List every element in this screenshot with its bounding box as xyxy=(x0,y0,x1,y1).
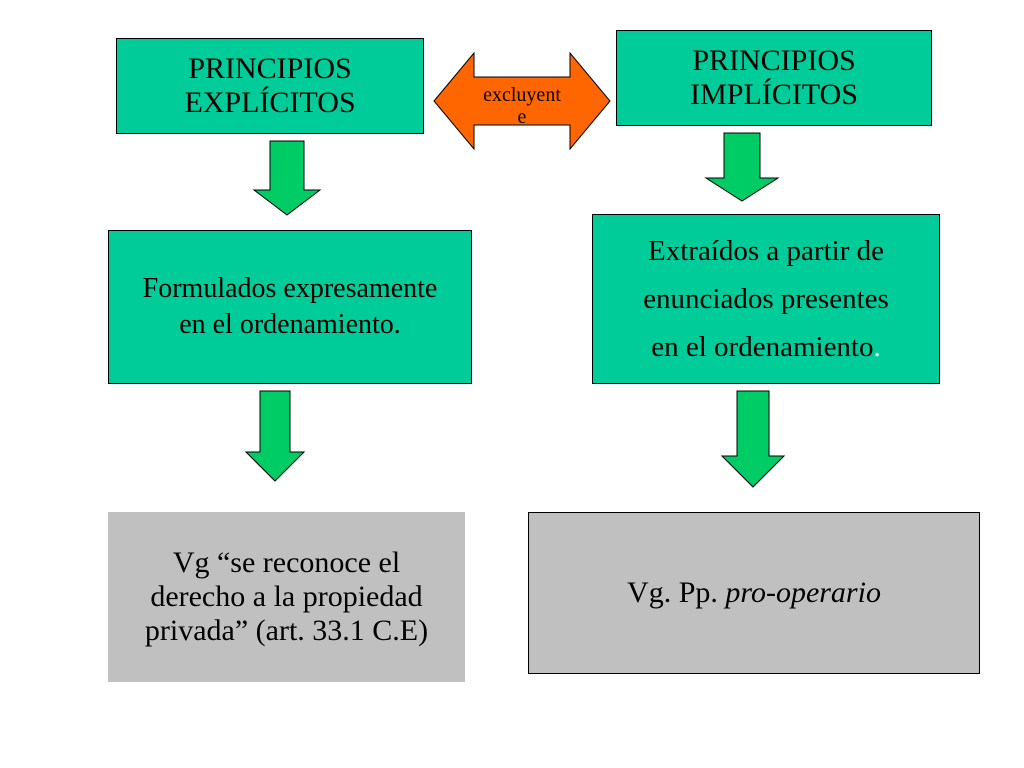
explicitos-example-box: Vg “se reconoce el derecho a la propieda… xyxy=(108,512,465,682)
example-line: privada” (art. 33.1 C.E) xyxy=(144,614,429,647)
excluyente-label-line: excluyent xyxy=(483,84,561,106)
description-line: enunciados presentes xyxy=(643,283,889,315)
excluyente-label-line: e xyxy=(517,106,527,128)
title-line: PRINCIPIOS xyxy=(188,52,352,85)
title-line: PRINCIPIOS xyxy=(692,44,856,77)
implicitos-description-box: Extraídos a partir de enunciados present… xyxy=(592,214,940,384)
description-line: Extraídos a partir de xyxy=(648,235,884,267)
example-line: Vg. Pp. pro-operario xyxy=(627,576,881,610)
excluyente-double-arrow xyxy=(432,52,612,150)
example-line: derecho a la propiedad xyxy=(150,580,423,613)
description-line: en el ordenamiento. xyxy=(651,323,881,371)
down-arrow-left-1 xyxy=(252,140,322,216)
excluyente-label: excluyent e xyxy=(462,84,582,128)
title-line: IMPLÍCITOS xyxy=(690,78,858,111)
example-line: Vg “se reconoce el xyxy=(172,546,401,579)
example-prefix: Vg. Pp. xyxy=(627,576,726,609)
principios-implicitos-box: PRINCIPIOS IMPLÍCITOS xyxy=(616,30,932,126)
down-arrow-left-2 xyxy=(244,390,306,482)
description-text: en el ordenamiento xyxy=(651,331,874,363)
principios-explicitos-box: PRINCIPIOS EXPLÍCITOS xyxy=(116,38,424,134)
description-line: Formulados expresamente xyxy=(142,273,438,304)
description-line: en el ordenamiento. xyxy=(179,309,401,340)
example-italic: pro-operario xyxy=(725,576,881,609)
explicitos-description-box: Formulados expresamente en el ordenamien… xyxy=(108,230,472,384)
implicitos-example-box: Vg. Pp. pro-operario xyxy=(528,512,980,674)
down-arrow-right-1 xyxy=(704,132,780,202)
title-line: EXPLÍCITOS xyxy=(184,86,356,119)
down-arrow-right-2 xyxy=(720,390,786,488)
description-trailing-dot: . xyxy=(873,331,881,363)
